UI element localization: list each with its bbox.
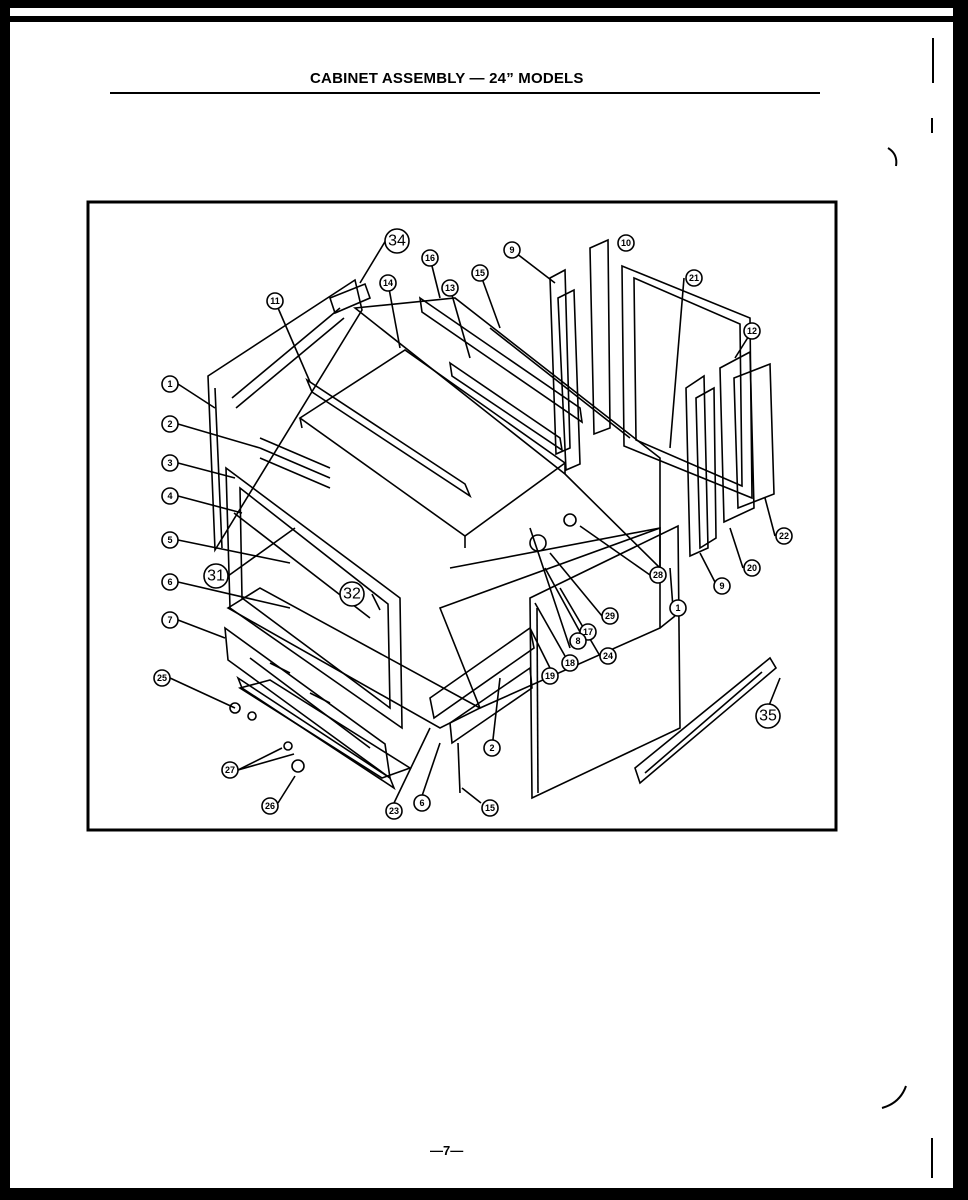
callout-label: 1 xyxy=(675,603,680,613)
callout-label: 20 xyxy=(747,563,757,573)
scan-marks xyxy=(881,38,934,1178)
brace-35 xyxy=(634,656,778,785)
side-bracket-10 xyxy=(589,238,611,436)
callout-label: 25 xyxy=(157,673,167,683)
rear-rail-13 xyxy=(448,361,564,452)
page-number: —7— xyxy=(430,1143,464,1158)
rear-frame-21 xyxy=(621,264,753,500)
back-panel xyxy=(352,297,661,570)
callout-label: 2 xyxy=(167,419,172,429)
title-underline xyxy=(110,92,820,94)
callout-label: 9 xyxy=(509,245,514,255)
screw-15 xyxy=(457,742,461,794)
callout-label: 16 xyxy=(425,253,435,263)
callout-label: 27 xyxy=(225,765,235,775)
callout-label: 11 xyxy=(270,296,280,306)
cabinet-parts xyxy=(169,238,781,804)
callout-label: 5 xyxy=(167,535,172,545)
knob-26 xyxy=(291,759,305,773)
lower-rail-2 xyxy=(449,666,533,745)
bracket-22 xyxy=(733,362,775,510)
callout-label: 21 xyxy=(689,273,699,283)
callout-label: 24 xyxy=(603,651,613,661)
lower-rail-23 xyxy=(429,626,535,720)
callout-label: 15 xyxy=(485,803,495,813)
callout-label: 17 xyxy=(583,627,593,637)
front-frame xyxy=(225,466,403,730)
callout-label: 9 xyxy=(719,581,724,591)
callout-label: 1 xyxy=(167,379,172,389)
bracket-12 xyxy=(719,350,755,524)
left-side-panel xyxy=(207,278,363,553)
diagram-frame xyxy=(86,200,838,832)
callout-label: 19 xyxy=(545,671,555,681)
callout-label: 6 xyxy=(167,577,172,587)
rear-rail-16 xyxy=(418,296,584,424)
callout-label: 29 xyxy=(605,611,615,621)
callout-label: 22 xyxy=(779,531,789,541)
callout-label: 34 xyxy=(388,233,406,250)
knob-25 xyxy=(229,702,241,714)
callout-circles xyxy=(153,228,793,820)
bracket-9-right xyxy=(685,374,709,558)
top-border-line xyxy=(10,16,953,22)
side-bracket-9 xyxy=(549,268,571,456)
knob-27 xyxy=(283,741,293,751)
callout-label: 10 xyxy=(621,238,631,248)
callout-label: 13 xyxy=(445,283,455,293)
callout-label: 15 xyxy=(475,268,485,278)
callout-label: 14 xyxy=(383,278,393,288)
callout-label: 18 xyxy=(565,658,575,668)
right-side-panel xyxy=(529,524,681,800)
callout-label: 12 xyxy=(747,326,757,336)
callout-label: 28 xyxy=(653,570,663,580)
exploded-view-diagram: 1 2 3 4 5 6 7 25 27 26 31 32 11 34 14 16… xyxy=(86,38,934,1178)
left-brace xyxy=(231,307,341,399)
valve-29 xyxy=(563,513,577,527)
parts-page: CABINET ASSEMBLY — 24” MODELS xyxy=(10,8,953,1188)
callout-label: 6 xyxy=(419,798,424,808)
callout-label: 4 xyxy=(167,491,172,501)
callout-label: 2 xyxy=(489,743,494,753)
top-rail-11 xyxy=(305,377,472,499)
bracket-34 xyxy=(329,282,372,315)
callout-labels: 1 2 3 4 5 6 7 25 27 26 31 32 11 34 14 16… xyxy=(157,233,789,817)
callout-label: 26 xyxy=(265,801,275,811)
page-title: CABINET ASSEMBLY — 24” MODELS xyxy=(310,70,584,87)
callout-label: 35 xyxy=(759,708,777,725)
callout-label: 23 xyxy=(389,806,399,816)
callout-label: 32 xyxy=(343,586,361,603)
callout-label: 8 xyxy=(575,636,580,646)
callout-label: 31 xyxy=(207,568,225,585)
callout-label: 7 xyxy=(167,615,172,625)
kick-rail xyxy=(236,675,396,791)
callout-label: 3 xyxy=(167,458,172,468)
